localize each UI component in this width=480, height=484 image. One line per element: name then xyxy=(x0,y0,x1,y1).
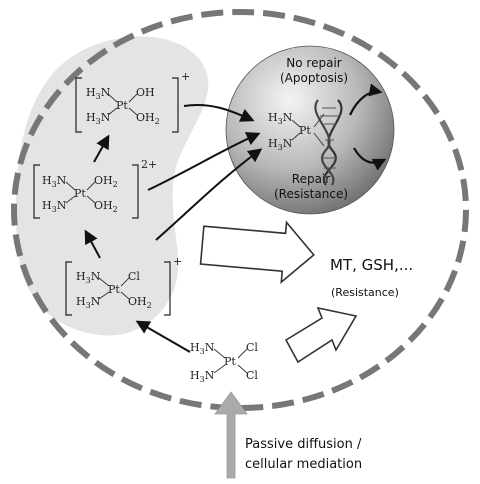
complex-monoaqua: H3N H3N Pt Cl OH2 + xyxy=(65,255,182,316)
nucleus-sphere xyxy=(225,45,395,215)
charge-2plus: 2+ xyxy=(141,158,157,171)
repair-label: Repair xyxy=(292,172,330,186)
svg-text:H3N: H3N xyxy=(76,295,101,310)
svg-text:Cl: Cl xyxy=(246,369,258,382)
no-repair-curved-arrow xyxy=(349,83,383,116)
arrow-monoaqua-to-diaqua xyxy=(84,229,101,259)
pt-dna-adduct: H3N H3N Pt xyxy=(268,111,325,152)
entry-label-line1: Passive diffusion / xyxy=(245,437,362,452)
arrow-cisplatin-to-monoaqua xyxy=(135,320,191,353)
entry-label-line2: cellular mediation xyxy=(245,457,362,472)
adduct-pt: Pt xyxy=(299,124,311,137)
no-repair-label: No repair xyxy=(286,56,341,70)
charge-plus-3: + xyxy=(173,255,182,268)
svg-text:Pt: Pt xyxy=(224,355,236,368)
svg-text:H3N: H3N xyxy=(42,199,67,214)
detox-label: MT, GSH,... xyxy=(330,256,413,274)
dna-helix-icon xyxy=(314,99,343,186)
svg-text:Pt: Pt xyxy=(108,283,120,296)
apoptosis-label: (Apoptosis) xyxy=(280,71,348,85)
resistance-label-nucleus: (Resistance) xyxy=(274,187,348,201)
detox-resistance-label: (Resistance) xyxy=(331,286,399,299)
svg-text:H3N: H3N xyxy=(86,86,111,101)
cell-membrane xyxy=(11,9,469,411)
svg-text:OH: OH xyxy=(136,86,155,99)
arrow-monoaqua-to-nucleus xyxy=(155,148,263,241)
arrow-hydroxo-to-nucleus xyxy=(183,104,255,122)
entry-arrow xyxy=(214,391,248,479)
svg-text:H3N: H3N xyxy=(76,270,101,285)
svg-text:H3N: H3N xyxy=(42,174,67,189)
svg-text:H3N: H3N xyxy=(190,341,215,356)
svg-text:Pt: Pt xyxy=(116,99,128,112)
arrow-diaqua-to-nucleus xyxy=(147,132,261,191)
adduct-h3n-top: H3N xyxy=(268,111,293,126)
block-arrow-upper xyxy=(199,220,315,285)
svg-text:OH2: OH2 xyxy=(94,199,118,214)
adduct-h3n-bottom: H3N xyxy=(268,137,293,152)
svg-text:OH2: OH2 xyxy=(128,295,152,310)
complex-diaqua: H3N H3N Pt OH2 OH2 2+ xyxy=(33,158,157,219)
svg-text:H3N: H3N xyxy=(190,369,215,384)
svg-text:OH2: OH2 xyxy=(94,174,118,189)
svg-text:Cl: Cl xyxy=(128,270,140,283)
svg-text:OH2: OH2 xyxy=(136,111,160,126)
cytoplasm-region xyxy=(15,36,209,336)
complex-hydroxo-aqua: H3N H3N Pt OH OH2 + xyxy=(75,70,190,133)
svg-text:Cl: Cl xyxy=(246,341,258,354)
cisplatin: H3N H3N Pt Cl Cl xyxy=(190,341,258,384)
svg-text:H3N: H3N xyxy=(86,111,111,126)
repair-curved-arrow xyxy=(353,147,387,171)
svg-text:Pt: Pt xyxy=(74,187,86,200)
block-arrow-lower xyxy=(284,306,358,364)
arrow-diaqua-to-hydroxo xyxy=(93,134,110,163)
charge-plus-1: + xyxy=(181,70,190,83)
